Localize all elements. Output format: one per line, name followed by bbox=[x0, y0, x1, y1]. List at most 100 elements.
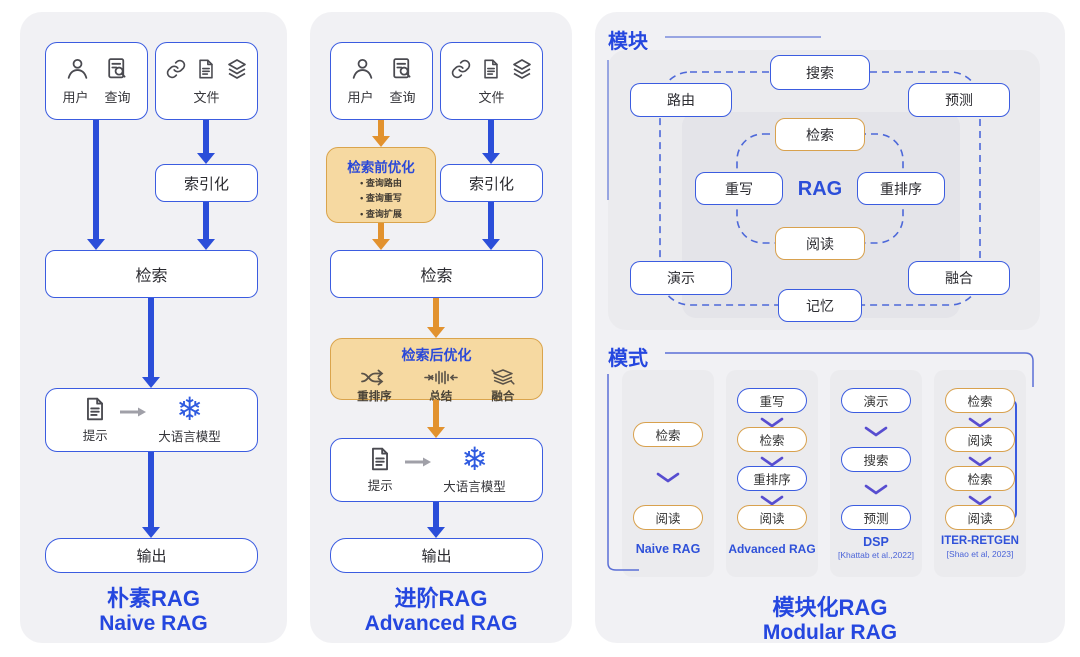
chevron-down-icon bbox=[760, 415, 784, 433]
user-icon bbox=[65, 56, 90, 81]
files-box: 文件 bbox=[440, 42, 543, 120]
step-rewrite: 重写 bbox=[737, 388, 807, 413]
pattern-name: Naive RAG bbox=[635, 542, 701, 556]
step-demonstrate: 演示 bbox=[841, 388, 911, 413]
snowflake-llm-icon: ❄ bbox=[176, 390, 203, 427]
user-query-box: 用户查询 bbox=[45, 42, 148, 120]
module-rerank: 重排序 bbox=[857, 172, 945, 205]
llm-label: 大语言模型 bbox=[158, 430, 221, 445]
user-label: 用户 bbox=[62, 90, 89, 105]
arrow-llm-to-output bbox=[142, 452, 160, 538]
rag-center-label: RAG bbox=[797, 177, 843, 200]
pattern-name: Advanced RAG bbox=[728, 542, 816, 556]
module-memory: 记忆 bbox=[778, 289, 862, 322]
user-icon bbox=[350, 56, 375, 81]
llm-label: 大语言模型 bbox=[443, 480, 506, 495]
chevron-down-icon bbox=[656, 470, 680, 488]
preopt-item: • 查询重写 bbox=[360, 193, 402, 204]
modules-section-label: 模块 bbox=[608, 31, 648, 53]
prompt-llm-box: 提示 ❄ 大语言模型 bbox=[330, 438, 543, 502]
advanced-rag-panel: 用户查询 文件 检索前优化 • 查询路由 • 查询重写 • 查询扩展 索引化 检… bbox=[310, 12, 572, 643]
modular-rag-panel: 模块 搜索 路由 预测 检索 重写 RAG 重排序 阅读 演示 融合 记忆 模式… bbox=[595, 12, 1065, 644]
step-search: 搜索 bbox=[841, 447, 911, 472]
compress-icon bbox=[423, 369, 458, 386]
arrow-indexing-to-retrieval bbox=[482, 202, 500, 250]
step-read: 阅读 bbox=[633, 505, 703, 530]
step-read: 阅读 bbox=[945, 427, 1015, 452]
chevron-down-icon bbox=[968, 454, 992, 472]
user-label: 用户 bbox=[347, 90, 374, 105]
pattern-citation: [Khattab et al.,2022] bbox=[837, 550, 915, 560]
pattern-dsp: 演示 搜索 预测 DSP [Khattab et al.,2022] bbox=[830, 370, 922, 577]
module-search: 搜索 bbox=[770, 55, 870, 90]
arrow-files-to-indexing bbox=[197, 120, 215, 164]
query-label: 查询 bbox=[104, 90, 131, 105]
step-read: 阅读 bbox=[945, 505, 1015, 530]
shuffle-icon bbox=[361, 369, 387, 386]
pre-retrieval-optimization-box: 检索前优化 • 查询路由 • 查询重写 • 查询扩展 bbox=[326, 147, 436, 223]
arrow-llm-to-output bbox=[427, 502, 445, 538]
prompt-doc-icon bbox=[82, 396, 108, 422]
arrow-user-to-retrieval bbox=[87, 120, 105, 250]
files-box: 文件 bbox=[155, 42, 258, 120]
link-icon bbox=[165, 58, 187, 80]
preopt-title: 检索前优化 bbox=[347, 160, 415, 175]
pattern-name: DSP bbox=[863, 535, 889, 549]
query-doc-search-icon bbox=[389, 56, 414, 81]
postopt-title: 检索后优化 bbox=[401, 347, 472, 363]
patterns-section-label: 模式 bbox=[608, 348, 648, 370]
query-doc-search-icon bbox=[104, 56, 129, 81]
files-label: 文件 bbox=[478, 89, 505, 105]
prompt-llm-box: 提示 ❄ 大语言模型 bbox=[45, 388, 258, 452]
bracket-lines bbox=[607, 36, 1034, 571]
arrow-files-to-indexing bbox=[482, 120, 500, 164]
arrow-indexing-to-retrieval bbox=[197, 202, 215, 250]
document-icon bbox=[480, 58, 502, 80]
postopt-summary: 总结 bbox=[423, 369, 458, 404]
pattern-naive-rag: 检索 阅读 Naive RAG bbox=[622, 370, 714, 577]
pattern-iter-retgen: 检索 阅读 检索 阅读 ITER-RETGEN [Shao et al, 202… bbox=[934, 370, 1026, 577]
module-demonstrate: 演示 bbox=[630, 261, 732, 295]
naive-rag-panel: 用户查询 文件 索引化 检索 提示 ❄ 大语言模型 bbox=[20, 12, 287, 643]
module-retrieve: 检索 bbox=[775, 118, 865, 151]
document-icon bbox=[195, 58, 217, 80]
arrow-postopt-to-llm bbox=[427, 400, 445, 438]
prompt-label: 提示 bbox=[367, 479, 393, 493]
retrieval-node: 检索 bbox=[45, 250, 258, 298]
step-predict: 预测 bbox=[841, 505, 911, 530]
chevron-down-icon bbox=[864, 482, 888, 500]
prompt-doc-icon bbox=[367, 446, 393, 472]
prompt-label: 提示 bbox=[82, 429, 108, 443]
modules-section: 搜索 路由 预测 检索 重写 RAG 重排序 阅读 演示 融合 记忆 bbox=[608, 50, 1040, 330]
module-fusion: 融合 bbox=[908, 261, 1010, 295]
pattern-advanced-rag: 重写 检索 重排序 阅读 Advanced RAG bbox=[726, 370, 818, 577]
pattern-name: ITER-RETGEN bbox=[941, 535, 1019, 547]
patterns-section: 检索 阅读 Naive RAG 重写 检索 重排序 阅读 Advanced RA… bbox=[622, 370, 1040, 577]
post-retrieval-optimization-box: 检索后优化 重排序 总结 融合 bbox=[330, 338, 543, 403]
link-icon bbox=[450, 58, 472, 80]
chevron-down-icon bbox=[760, 493, 784, 511]
layers-icon bbox=[510, 57, 534, 81]
step-retrieve: 检索 bbox=[945, 466, 1015, 491]
pattern-citation: [Shao et al, 2023] bbox=[946, 549, 1014, 559]
gray-arrow-icon bbox=[120, 407, 147, 417]
files-label: 文件 bbox=[193, 89, 220, 105]
preopt-item: • 查询路由 bbox=[360, 178, 402, 188]
chevron-down-icon bbox=[864, 424, 888, 442]
module-predict: 预测 bbox=[908, 83, 1010, 117]
output-node: 输出 bbox=[45, 538, 258, 573]
output-node: 输出 bbox=[330, 538, 543, 573]
fusion-layers-icon bbox=[490, 368, 516, 386]
gray-arrow-icon bbox=[405, 457, 432, 467]
arrow-retrieval-to-postopt bbox=[427, 298, 445, 338]
arrow-preopt-to-retrieval bbox=[372, 223, 390, 250]
step-read: 阅读 bbox=[737, 505, 807, 530]
indexing-node: 索引化 bbox=[440, 164, 543, 202]
step-rerank: 重排序 bbox=[737, 466, 807, 491]
step-retrieve: 检索 bbox=[737, 427, 807, 452]
step-retrieve: 检索 bbox=[945, 388, 1015, 413]
chevron-down-icon bbox=[760, 454, 784, 472]
preopt-item: • 查询扩展 bbox=[360, 208, 402, 219]
